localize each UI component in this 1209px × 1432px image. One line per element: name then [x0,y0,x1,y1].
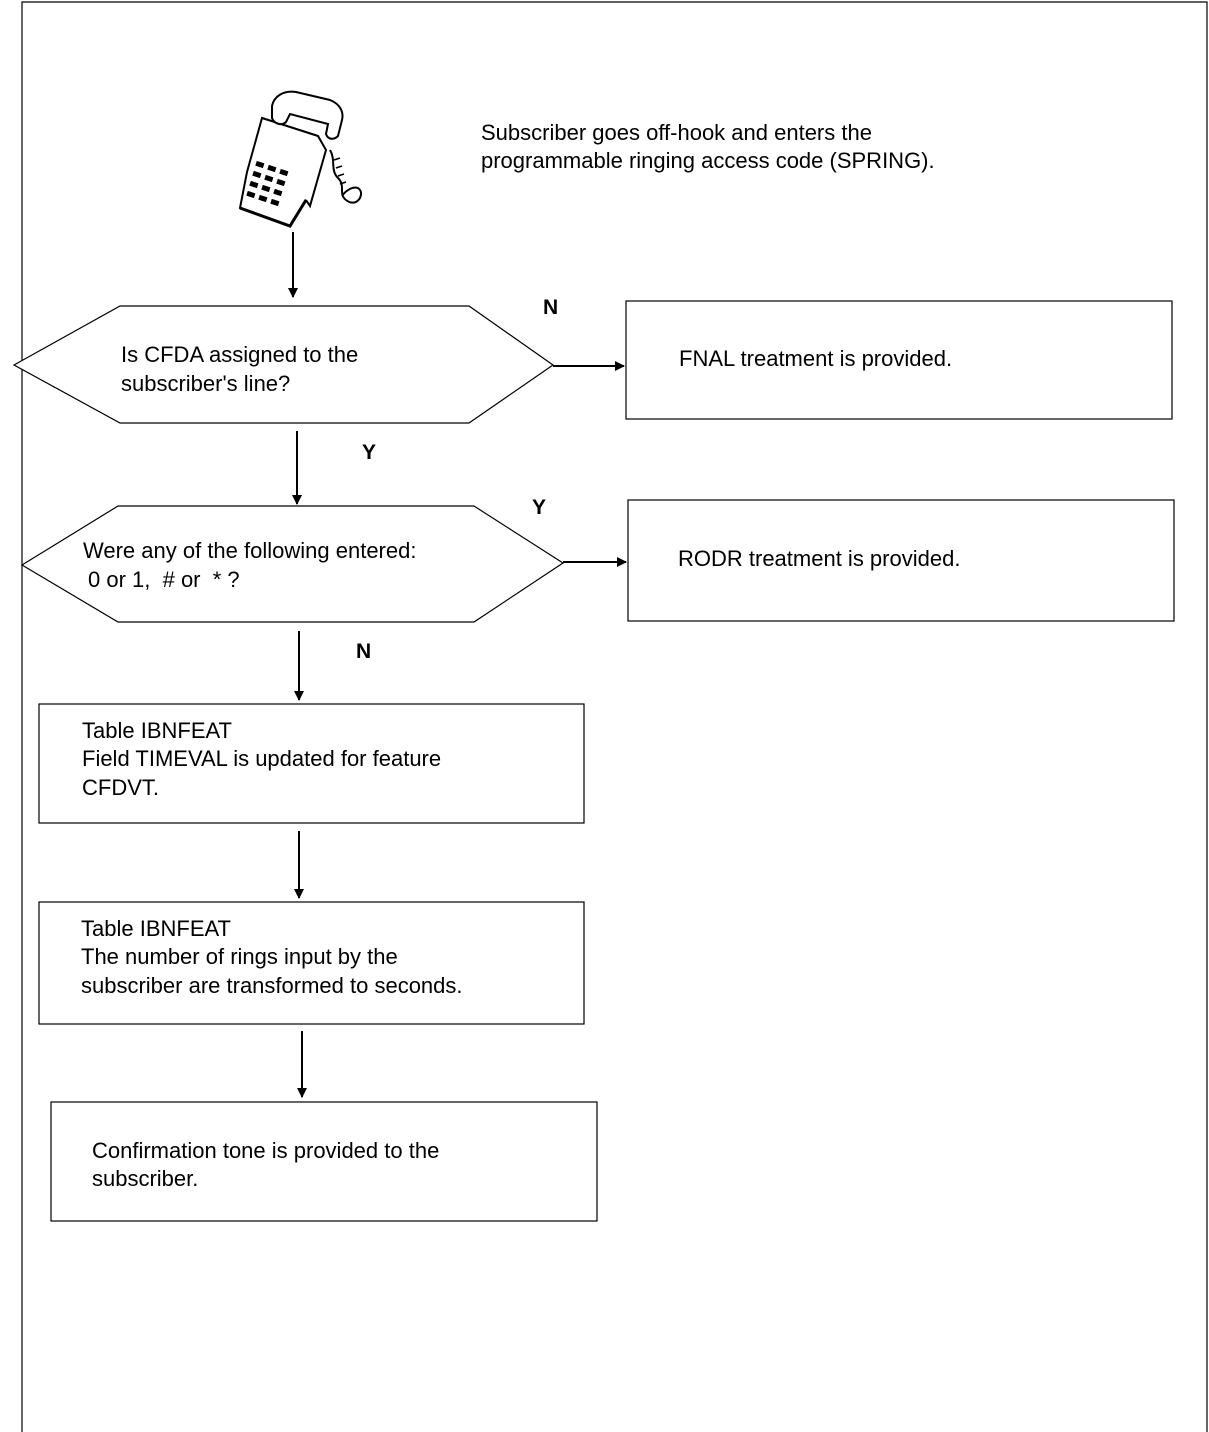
telephone-icon [238,90,362,228]
fnal-box-shape [625,300,1173,420]
rodr-box-shape [627,499,1175,622]
decision1-line1: Is CFDA assigned to the [121,342,359,367]
process1-line3: CFDVT. [82,775,159,800]
rodr-box-text: RODR treatment is provided. [678,546,961,571]
end-box-line1: Confirmation tone is provided to the [92,1138,440,1163]
process2-line1: Table IBNFEAT [81,916,231,941]
start-text-line2: programmable ringing access code (SPRING… [481,148,935,173]
page-frame [21,1,1208,1432]
end-box-line2: subscriber. [92,1166,199,1191]
decision1-line2: subscriber's line? [121,371,291,396]
decision1-no-label: N [543,296,559,319]
process2-line2: The number of rings input by the [81,944,398,969]
decision1-yes-label: Y [362,441,377,464]
decision2-line1: Were any of the following entered: [83,538,417,563]
decision2-yes-label: Y [532,496,547,519]
process1-box-shape [38,703,585,824]
decision2-shape [20,505,565,623]
process1-line2: Field TIMEVAL is updated for feature [82,746,442,771]
end-box-shape [50,1101,598,1222]
decision2-line2: 0 or 1, # or * ? [88,567,240,592]
fnal-box-text: FNAL treatment is provided. [679,346,953,371]
process1-line1: Table IBNFEAT [82,718,232,743]
decision2-no-label: N [356,640,372,663]
process2-line3: subscriber are transformed to seconds. [81,973,463,998]
start-text-line1: Subscriber goes off-hook and enters the [481,120,872,145]
process2-box-shape [38,901,585,1025]
